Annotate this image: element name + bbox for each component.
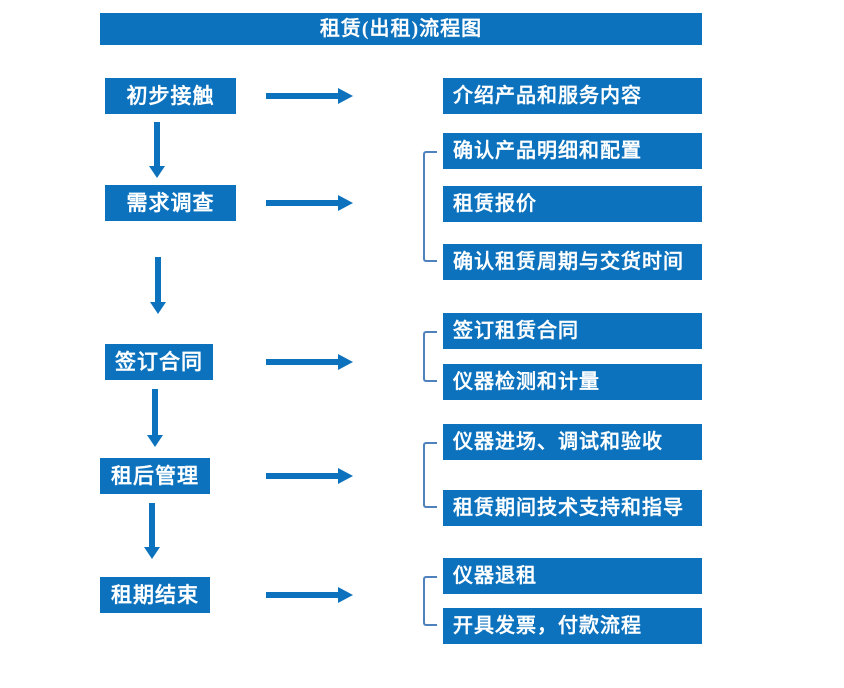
bracket-demand-survey-group: [423, 151, 437, 262]
arrow-right-icon-3: [266, 354, 353, 370]
detail-box-introduce-products: 介绍产品和服务内容: [443, 78, 702, 114]
arrow-right-icon-5: [266, 587, 353, 603]
detail-box-tech-support: 租赁期间技术支持和指导: [443, 490, 702, 526]
step-box-sign-contract: 签订合同: [105, 344, 213, 380]
arrow-down-icon-4: [144, 503, 160, 559]
arrow-down-icon-1: [149, 122, 165, 178]
arrow-right-icon-4: [266, 468, 353, 484]
step-box-rental-end: 租期结束: [100, 577, 210, 613]
bracket-sign-contract-group: [423, 331, 437, 382]
detail-box-rental-quote: 租赁报价: [443, 186, 702, 222]
flowchart-title: 租赁(出租)流程图: [100, 13, 702, 45]
arrow-down-icon-2: [150, 257, 166, 314]
arrow-down-icon-3: [147, 389, 163, 447]
bracket-post-rental-group: [423, 442, 437, 508]
detail-box-confirm-product-config: 确认产品明细和配置: [443, 133, 702, 169]
detail-box-instrument-calibration: 仪器检测和计量: [443, 364, 702, 400]
detail-box-instrument-setup: 仪器进场、调试和验收: [443, 424, 702, 460]
bracket-rental-end-group: [423, 576, 437, 626]
detail-box-sign-rental-contract: 签订租赁合同: [443, 313, 702, 349]
step-box-initial-contact: 初步接触: [105, 78, 236, 114]
detail-box-instrument-return: 仪器退租: [443, 558, 702, 594]
arrow-right-icon-2: [266, 195, 353, 211]
step-box-post-rental-management: 租后管理: [100, 458, 210, 494]
detail-box-invoice-payment: 开具发票，付款流程: [443, 608, 702, 644]
arrow-right-icon-1: [266, 88, 353, 104]
step-box-demand-survey: 需求调查: [105, 185, 236, 221]
detail-box-confirm-period-delivery: 确认租赁周期与交货时间: [443, 244, 702, 280]
